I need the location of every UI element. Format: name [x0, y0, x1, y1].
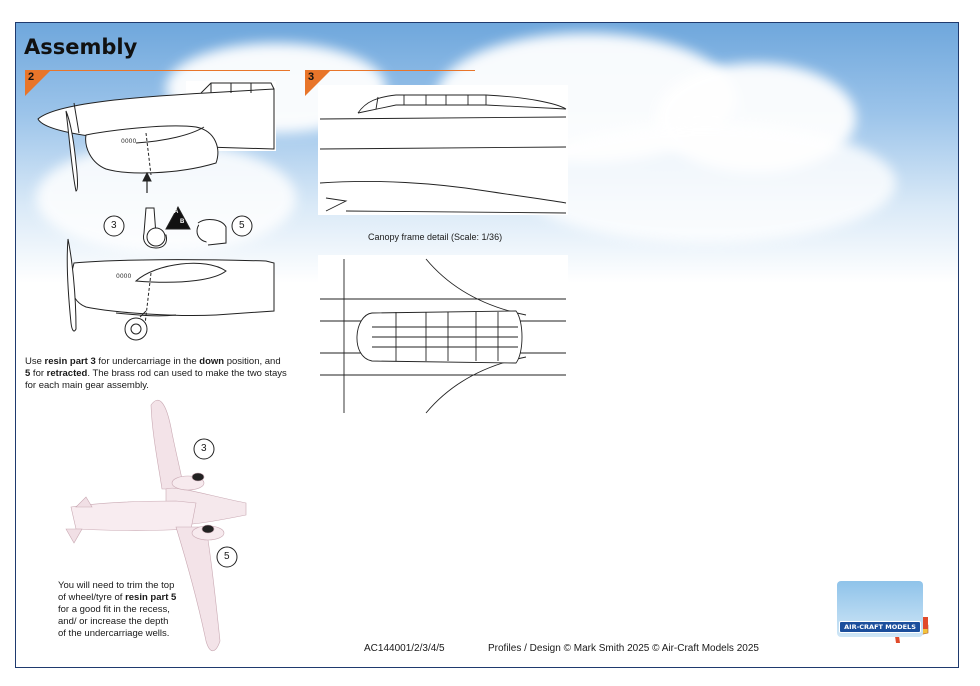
photo-callout-part-5: 5 — [224, 551, 230, 562]
instruction-text: Use — [25, 356, 45, 367]
callout-part-5: 5 — [239, 220, 245, 231]
instruction-text: for undercarriage in the — [95, 356, 200, 367]
logo-banner: AIR-CRAFT MODELS — [839, 621, 921, 633]
photo-callout-part-3: 3 — [201, 443, 207, 454]
callout-ab-bottom: B — [180, 219, 185, 225]
step-2-rule — [25, 70, 290, 71]
cloud — [516, 123, 896, 243]
footer-credits: Profiles / Design © Mark Smith 2025 © Ai… — [488, 643, 759, 654]
trim-note-text: for a good fit in the recess, and/ or in… — [58, 604, 170, 639]
resin-model-photo — [65, 400, 247, 652]
aircraft-side-view-gear-down: 0000 — [66, 238, 275, 341]
step-2-badge — [25, 70, 51, 96]
trim-note-text: You will need to trim the top of wheel/t… — [58, 580, 175, 603]
canopy-side-view — [318, 85, 568, 215]
step-3-number: 3 — [308, 71, 315, 83]
svg-text:0000: 0000 — [121, 138, 136, 145]
instruction-text: position, and — [224, 356, 281, 367]
step-3-rule — [305, 70, 475, 71]
svg-text:0000: 0000 — [116, 273, 131, 280]
instruction-bold: resin part 3 — [44, 356, 96, 367]
canopy-caption: Canopy frame detail (Scale: 1/36) — [368, 232, 503, 242]
aircraft-side-view-gear-up: 0000 — [37, 81, 276, 193]
callout-part-3: 3 — [111, 220, 117, 231]
instruction-bold: retracted — [46, 368, 88, 379]
page-frame: Assembly 2 3 0000 — [15, 22, 959, 668]
footer-part-numbers: AC144001/2/3/4/5 — [364, 643, 445, 654]
step-2-number: 2 — [28, 71, 35, 83]
instruction-text: . The brass rod can used to make the two… — [25, 368, 287, 391]
instruction-bold: 5 — [25, 368, 31, 379]
callout-ab-top: A — [174, 209, 179, 215]
instruction-bold: down — [199, 356, 225, 367]
page-title: Assembly — [24, 35, 138, 59]
photo-callouts — [193, 438, 238, 568]
wheel-parts — [103, 205, 253, 249]
trim-note: You will need to trim the top of wheel/t… — [58, 580, 178, 640]
step-2-instructions: Use resin part 3 for undercarriage in th… — [25, 356, 287, 392]
trim-note-bold: resin part 5 — [125, 592, 177, 603]
step-2-marker: 2 — [25, 70, 290, 96]
assembly-drawings: 0000 0000 — [37, 81, 929, 652]
air-craft-models-logo: AIR-CRAFT MODELS — [837, 581, 923, 637]
canopy-top-view — [318, 255, 568, 415]
instruction-text: for — [30, 368, 47, 379]
